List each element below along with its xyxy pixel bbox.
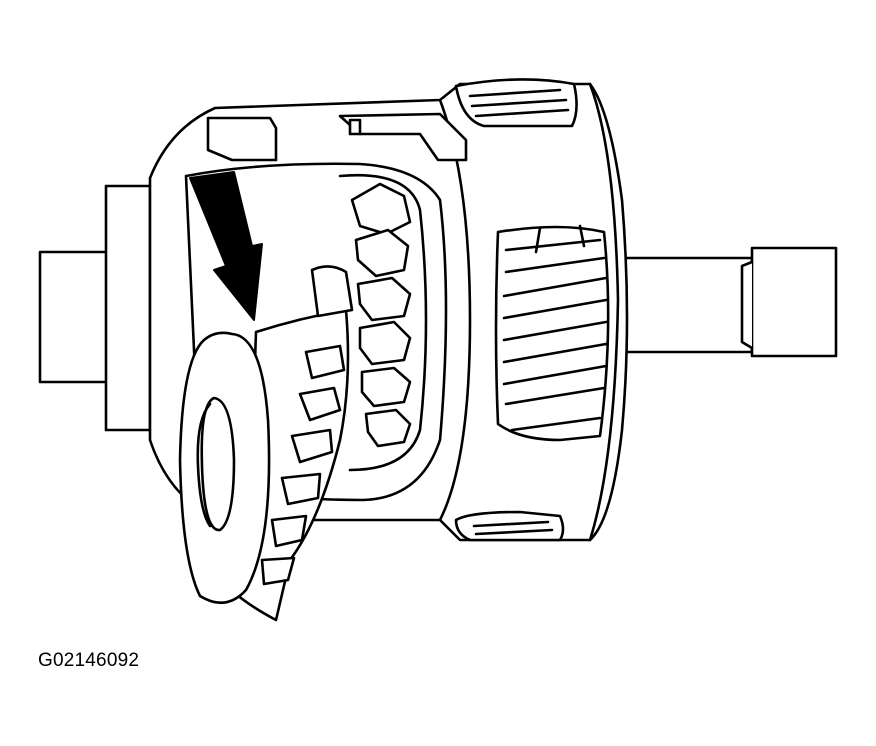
top-gear-segment xyxy=(454,78,578,128)
figure-code: G02146092 xyxy=(38,650,140,671)
spline-window xyxy=(494,224,610,442)
thrust-washer xyxy=(178,331,271,604)
indicator-arrow xyxy=(189,171,263,321)
right-axle-shaft xyxy=(618,246,838,358)
internal-pinion-gear xyxy=(350,182,412,448)
left-axle-shaft xyxy=(38,184,152,432)
bottom-gear-segment xyxy=(454,510,565,542)
